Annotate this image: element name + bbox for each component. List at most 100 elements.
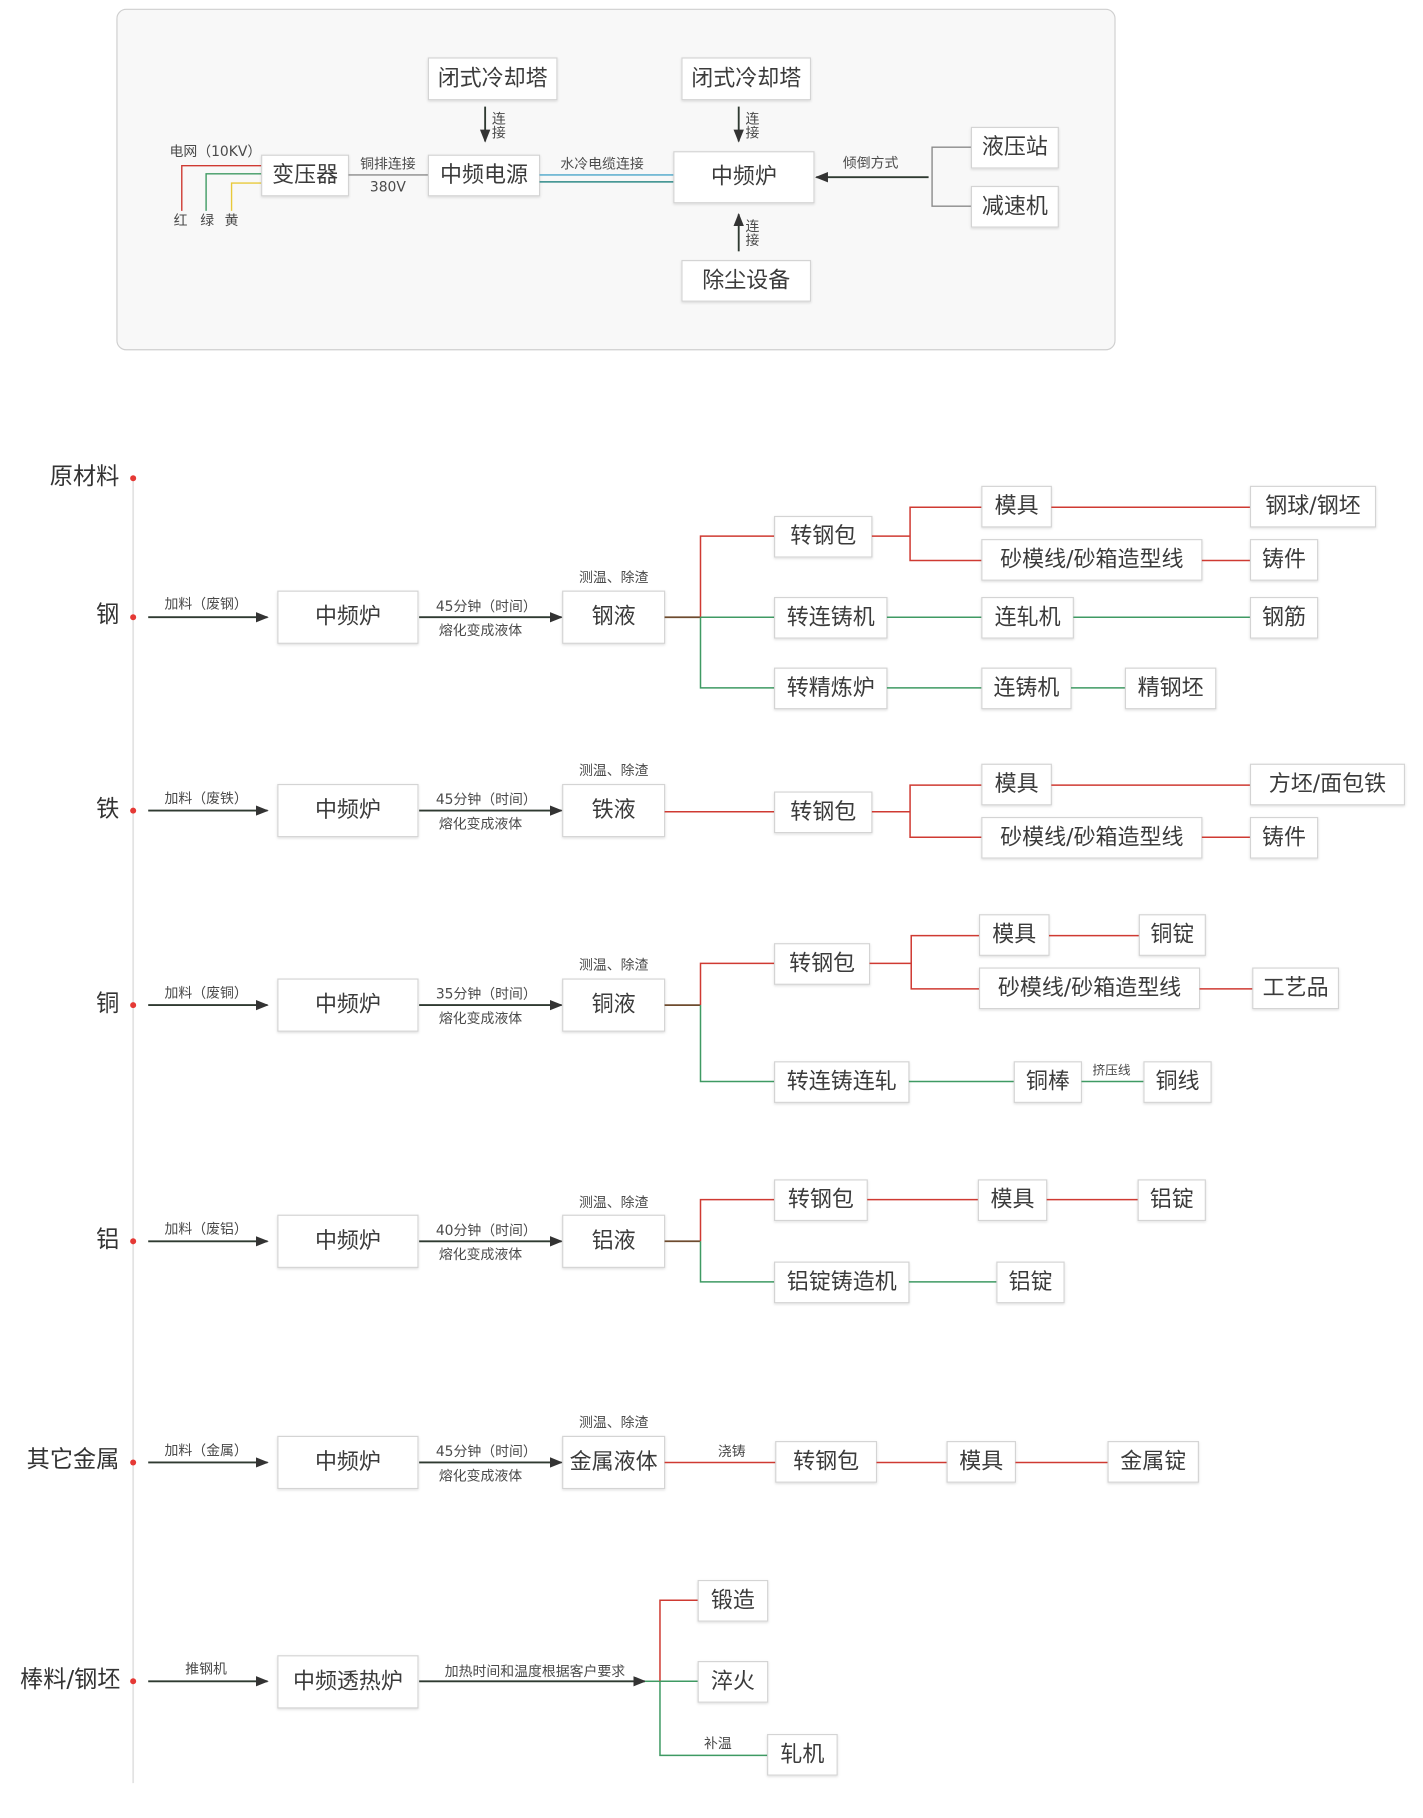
quenching-node: 淬火	[697, 1661, 769, 1703]
node-label: 铜液	[592, 993, 636, 1018]
node-box	[970, 126, 1059, 169]
pour-label: 浇铸	[718, 1444, 746, 1460]
raw-material-header: 原材料	[50, 464, 119, 490]
node-label: 铜线	[1156, 1070, 1200, 1095]
node-box	[946, 1441, 1017, 1483]
time-label: 40分钟（时间）	[436, 1222, 537, 1239]
feed-label: 加料（废铁）	[164, 791, 247, 807]
liquid-node: 铝液	[562, 1214, 666, 1268]
liquid-node: 铜液	[562, 978, 666, 1032]
sand-mold-line-node: 砂模线/砂箱造型线	[981, 816, 1203, 859]
wire-green-label: 绿	[200, 213, 214, 229]
furnace-node: 中频炉	[277, 978, 419, 1032]
branch-line-ladle	[699, 962, 775, 1006]
furnace-node: 中频炉	[673, 151, 815, 204]
liquid-node: 金属液体	[562, 1435, 666, 1490]
if-power-supply-node: 中频电源	[427, 154, 541, 197]
node-box	[427, 154, 541, 197]
time-label: 45分钟（时间）	[436, 598, 537, 615]
node-label: 转钢包	[793, 1449, 859, 1474]
node-box	[970, 185, 1059, 228]
node-box	[774, 791, 873, 834]
node-label: 砂模线/砂箱造型线	[998, 976, 1181, 1001]
node-box	[1252, 967, 1340, 1010]
furnace-node: 中频炉	[277, 1214, 419, 1268]
node-label: 砂模线/砂箱造型线	[1000, 547, 1183, 572]
power-system-panel: 闭式冷却塔 闭式冷却塔 连接 连接 电网（10KV） 红 绿 黄 变压器 铜排连…	[116, 8, 1116, 351]
node-label: 除尘设备	[702, 268, 790, 293]
route-node-ladle: 转钢包	[775, 1441, 878, 1483]
node-box	[774, 1261, 910, 1304]
product-node-casting: 铸件	[1249, 539, 1319, 581]
product-node-copper-wire: 铜线	[1143, 1061, 1212, 1103]
material-timeline: 原材料	[50, 464, 137, 1784]
copper-rod-node: 铜棒	[1013, 1061, 1083, 1103]
node-label: 铝液	[592, 1229, 636, 1254]
route-node-ladle: 转钢包	[774, 791, 873, 834]
node-label: 转钢包	[788, 1188, 854, 1213]
branch-line-ingot-caster	[699, 1241, 775, 1283]
through-heating-furnace-node: 中频透热炉	[277, 1655, 419, 1709]
water-cable-label: 水冷电缆连接	[560, 156, 643, 173]
material-label: 钢	[96, 602, 119, 628]
node-box	[1137, 1179, 1206, 1222]
rolling-mill-node: 连轧机	[981, 596, 1074, 639]
node-label: 转连铸连轧	[787, 1070, 897, 1095]
row-iron: 铁 加料（废铁） 中频炉 45分钟（时间） 熔化变成液体 测温、除渣 铁液 转钢…	[96, 763, 1406, 859]
node-box	[1143, 1061, 1212, 1103]
node-box	[774, 515, 873, 558]
route-node-refining: 转精炼炉	[774, 667, 888, 710]
branch-line-rolling	[659, 1681, 768, 1757]
connect-label-right: 连接	[743, 111, 759, 140]
time-label: 45分钟（时间）	[436, 791, 537, 808]
node-box	[1138, 914, 1206, 956]
process-label: 测温、除渣	[579, 570, 649, 586]
product-node-metal-ingot: 金属锭	[1107, 1441, 1199, 1483]
product-node-copper-ingot: 铜锭	[1138, 914, 1206, 956]
node-label: 模具	[991, 1188, 1035, 1213]
reheat-label: 补温	[704, 1736, 732, 1752]
node-box	[1124, 667, 1217, 710]
node-box	[774, 1179, 868, 1222]
node-box	[1107, 1441, 1199, 1483]
node-label: 转钢包	[790, 800, 856, 825]
melt-label: 熔化变成液体	[439, 1011, 522, 1027]
product-node-aluminium-ingot: 铝锭	[1137, 1179, 1206, 1222]
dust-removal-node: 除尘设备	[681, 260, 812, 302]
timeline-dot	[130, 614, 137, 621]
mold-node: 模具	[981, 485, 1052, 528]
row-other-metals: 其它金属 加料（金属） 中频炉 45分钟（时间） 熔化变成液体 测温、除渣 金属…	[27, 1415, 1199, 1490]
sand-mold-line-node: 砂模线/砂箱造型线	[978, 967, 1201, 1010]
node-box	[767, 1733, 838, 1776]
node-label: 连铸机	[993, 676, 1059, 701]
node-box	[427, 57, 558, 101]
voltage-label: 380V	[370, 180, 406, 196]
node-box	[562, 1435, 666, 1490]
hydraulic-station-node: 液压站	[970, 126, 1059, 169]
node-box	[774, 596, 888, 639]
mold-node: 模具	[978, 914, 1050, 956]
row-bar-billet: 棒料/钢坯 推钢机 中频透热炉 加热时间和温度根据客户要求 补温 锻造 淬火 轧…	[20, 1579, 838, 1776]
node-box	[1249, 763, 1406, 806]
node-box	[697, 1579, 769, 1622]
feed-label: 加料（金属）	[164, 1443, 247, 1459]
node-label: 模具	[992, 923, 1036, 948]
node-label: 中频炉	[315, 1229, 381, 1254]
node-label: 中频炉	[315, 993, 381, 1018]
melt-label: 熔化变成液体	[439, 1247, 522, 1263]
node-box	[277, 1655, 419, 1709]
node-label: 减速机	[982, 194, 1048, 219]
copper-bar-label: 铜排连接	[360, 156, 416, 173]
product-node-casting: 铸件	[1249, 816, 1319, 859]
node-box	[673, 151, 815, 204]
branch-line-ladle	[699, 1198, 775, 1242]
product-node-steel-ball: 钢球/钢坯	[1249, 485, 1377, 528]
melt-label: 熔化变成液体	[439, 623, 522, 639]
connect-label-left: 连接	[490, 111, 506, 140]
material-label: 棒料/钢坯	[20, 1667, 120, 1693]
node-box	[277, 783, 419, 838]
caster-node: 连铸机	[981, 667, 1072, 710]
node-label: 中频炉	[315, 1450, 381, 1475]
furnace-node: 中频炉	[277, 783, 419, 838]
